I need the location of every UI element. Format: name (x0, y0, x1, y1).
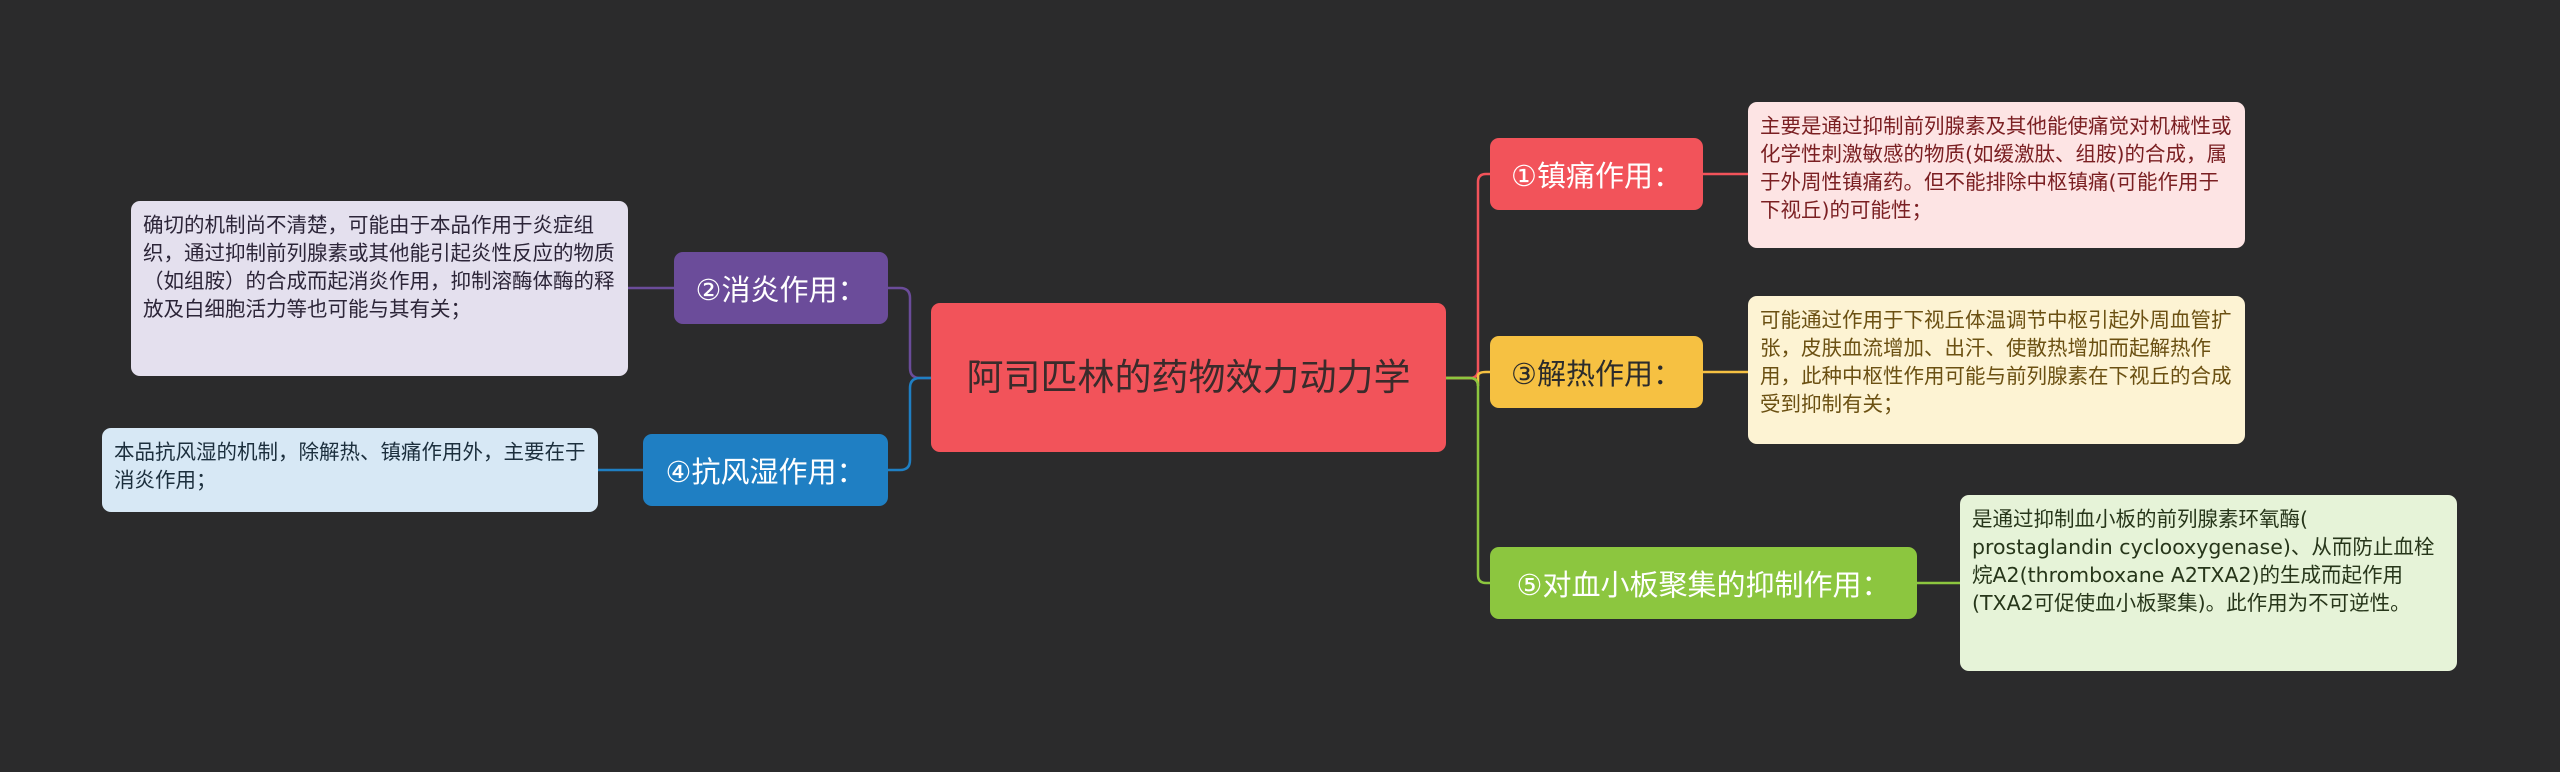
leaf-antiplatelet-detail[interactable]: 是通过抑制血小板的前列腺素环氧酶( prostaglandin cyclooxy… (1960, 495, 2457, 671)
branch-antirheumatic[interactable]: ④抗风湿作用： (643, 434, 888, 506)
root-title: 阿司匹林的药物效力动力学 (966, 355, 1411, 399)
connector-root-b2 (888, 286, 931, 380)
branch-analgesic[interactable]: ①镇痛作用： (1490, 138, 1703, 210)
branch-analgesic-label: ①镇痛作用： (1511, 159, 1682, 193)
branch-antiplatelet-label: ⑤对血小板聚集的抑制作用： (1516, 568, 1891, 602)
branch-antipyretic-label: ③解热作用： (1511, 357, 1682, 391)
branch-antiplatelet[interactable]: ⑤对血小板聚集的抑制作用： (1490, 547, 1917, 619)
connector-root-b5 (1446, 376, 1490, 585)
root-topic[interactable]: 阿司匹林的药物效力动力学 (931, 303, 1446, 452)
connector-root-b4 (888, 376, 931, 472)
leaf-antipyretic-detail[interactable]: 可能通过作用于下视丘体温调节中枢引起外周血管扩张，皮肤血流增加、出汗、使散热增加… (1748, 296, 2245, 444)
leaf-analgesic-detail[interactable]: 主要是通过抑制前列腺素及其他能使痛觉对机械性或化学性刺激敏感的物质(如缓激肽、组… (1748, 102, 2245, 248)
leaf-anti-inflammatory-detail[interactable]: 确切的机制尚不清楚，可能由于本品作用于炎症组织，通过抑制前列腺素或其他能引起炎性… (131, 201, 628, 376)
branch-antirheumatic-label: ④抗风湿作用： (665, 455, 866, 489)
branch-anti-inflammatory[interactable]: ②消炎作用： (674, 252, 888, 324)
branch-anti-inflammatory-label: ②消炎作用： (695, 273, 867, 307)
leaf-antirheumatic-detail[interactable]: 本品抗风湿的机制，除解热、镇痛作用外，主要在于消炎作用； (102, 428, 598, 512)
connector-root-b1 (1446, 172, 1490, 380)
branch-antipyretic[interactable]: ③解热作用： (1490, 336, 1703, 408)
